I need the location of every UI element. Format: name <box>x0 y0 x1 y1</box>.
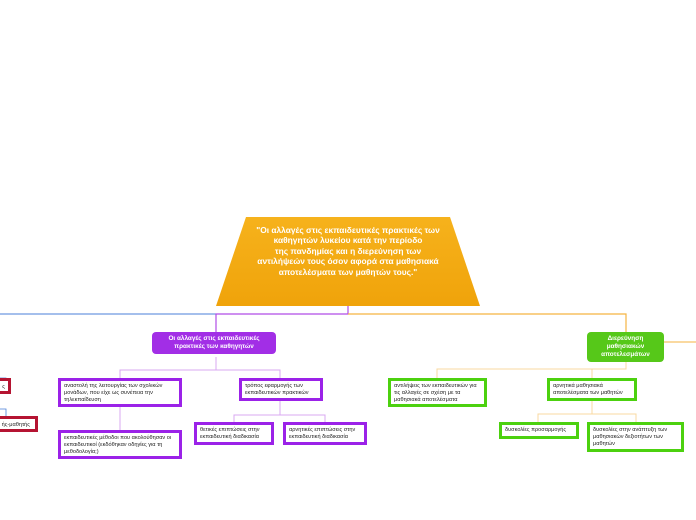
partial-left-node-1[interactable]: ς <box>0 378 11 394</box>
subtopic-application-label: τρόπος εφαρμογής των εκπαιδευτικών πρακτ… <box>245 383 309 396</box>
subtopic-negative-effects-label: αρνητικές επιπτώσεις στην εκπαιδευτική δ… <box>289 427 356 440</box>
topic-practices[interactable]: Οι αλλαγές στις εκπαιδευτικές πρακτικές … <box>152 332 276 354</box>
subtopic-adaptation-difficulties[interactable]: δυσκολίες προσαρμογής <box>499 422 579 439</box>
connector-practices-children <box>119 357 281 378</box>
connector-outcomes-children <box>436 357 627 378</box>
subtopic-positive-effects-label: θετικές επιπτώσεις στην εκπαιδευτική δια… <box>200 427 260 440</box>
subtopic-methods-label: εκπαιδευτικές μέθοδοι που ακολούθησαν οι… <box>64 435 172 455</box>
subtopic-skill-difficulties[interactable]: δυσκολίες στην ανάπτυξη των μαθησιακών δ… <box>587 422 684 452</box>
subtopic-adaptation-difficulties-label: δυσκολίες προσαρμογής <box>505 427 567 433</box>
connector-negative-children <box>537 401 637 422</box>
subtopic-negative-effects[interactable]: αρνητικές επιπτώσεις στην εκπαιδευτική δ… <box>283 422 367 445</box>
central-topic[interactable]: "Οι αλλαγές στις εκπαιδευτικές πρακτικές… <box>216 217 480 306</box>
topic-outcomes-label: Διερεύνηση μαθησιακών αποτελεσμάτων <box>601 335 650 358</box>
subtopic-positive-effects[interactable]: θετικές επιπτώσεις στην εκπαιδευτική δια… <box>194 422 274 445</box>
subtopic-application[interactable]: τρόπος εφαρμογής των εκπαιδευτικών πρακτ… <box>239 378 323 401</box>
connector-left-sub-2 <box>0 408 7 416</box>
partial-left-node-2-label: ής-μαθητής <box>1 422 30 428</box>
subtopic-skill-difficulties-label: δυσκολίες στην ανάπτυξη των μαθησιακών δ… <box>593 427 668 447</box>
subtopic-negative-outcomes[interactable]: αρνητικά μαθησιακά αποτελέσματα των μαθη… <box>547 378 637 401</box>
subtopic-methods[interactable]: εκπαιδευτικές μέθοδοι που ακολούθησαν οι… <box>58 430 182 459</box>
partial-left-node-2[interactable]: ής-μαθητής <box>0 416 38 432</box>
topic-outcomes[interactable]: Διερεύνηση μαθησιακών αποτελεσμάτων <box>587 332 664 362</box>
subtopic-suspension[interactable]: αναστολή της λειτουργίας των σχολικών μο… <box>58 378 182 407</box>
partial-left-node-1-label: ς <box>2 384 5 390</box>
subtopic-perceptions[interactable]: αντιλήψεις των εκπαιδευτικών για τις αλλ… <box>388 378 487 407</box>
connector-application-children <box>233 401 326 422</box>
connector-practices <box>215 306 349 332</box>
topic-practices-label: Οι αλλαγές στις εκπαιδευτικές πρακτικές … <box>168 335 260 350</box>
central-topic-shape <box>216 217 480 306</box>
subtopic-negative-outcomes-label: αρνητικά μαθησιακά αποτελέσματα των μαθη… <box>553 383 623 396</box>
central-topic-title: "Οι αλλαγές στις εκπαιδευτικές πρακτικές… <box>256 225 440 277</box>
subtopic-suspension-label: αναστολή της λειτουργίας των σχολικών μο… <box>64 383 163 403</box>
connector-outcomes <box>348 313 627 332</box>
subtopic-perceptions-label: αντιλήψεις των εκπαιδευτικών για τις αλλ… <box>394 383 477 403</box>
